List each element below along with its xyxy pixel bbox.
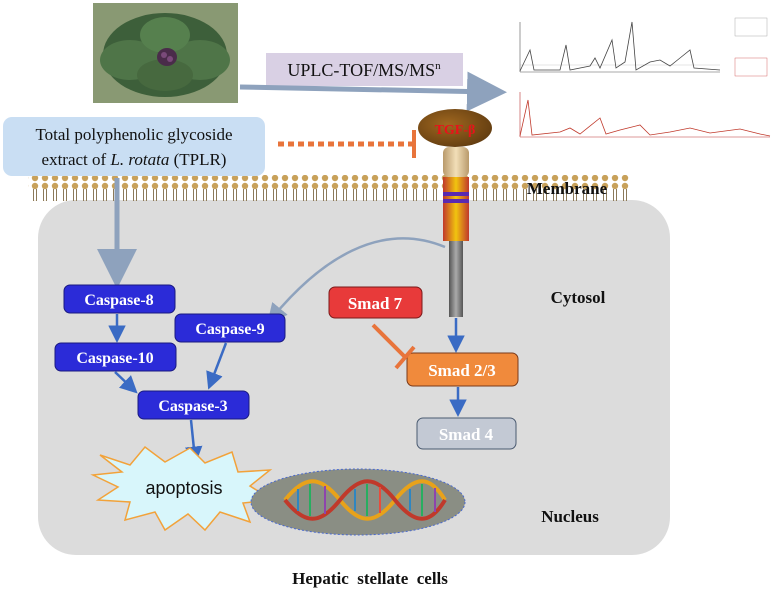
nucleus-label: Nucleus: [541, 507, 599, 526]
receptor-transmembrane: [443, 177, 469, 241]
caspase10-label: Caspase-10: [76, 350, 153, 367]
smad23-node: [406, 352, 519, 387]
caspase3-node: [137, 390, 250, 420]
caspase9-node: [174, 313, 286, 343]
cytosol-label: Cytosol: [551, 288, 606, 307]
extract-box: [3, 117, 265, 176]
c9-to-c3-arrow: [206, 342, 228, 390]
receptor-stem: [449, 241, 463, 317]
tgf-beta-ligand: [418, 109, 492, 147]
smad23-label: Smad 2/3: [428, 361, 496, 380]
membrane-bilayer: [28, 175, 518, 201]
caspase8-label: Caspase-8: [84, 292, 153, 309]
method-label: UPLC-TOF/MS/MSn: [287, 60, 441, 80]
tgf-beta-label: TGF-β: [435, 123, 476, 138]
plant-photo: [93, 3, 238, 103]
dna-helix-icon: [283, 479, 447, 521]
caspase8-node: [63, 284, 176, 314]
receptor-to-caspase9-arrow: [267, 237, 446, 324]
caspase3-label: Caspase-3: [158, 398, 227, 415]
smad7-label: Smad 7: [348, 294, 403, 313]
method-arrow: [239, 71, 507, 112]
apoptosis-burst: [90, 445, 275, 532]
chromatogram-image: [510, 10, 775, 142]
cell-label: Hepatic stellate cells: [292, 569, 448, 588]
extract-line2: extract of L. rotata (TPLR): [42, 150, 227, 169]
caspase10-node: [54, 342, 177, 372]
method-box: [266, 53, 463, 86]
smad4-label: Smad 4: [439, 425, 494, 444]
receptor-cap: [443, 147, 469, 177]
smad7-node: [328, 286, 423, 319]
membrane-label: Membrane: [527, 179, 608, 198]
membrane-bilayer-right: [470, 175, 630, 201]
nucleus: [250, 468, 466, 536]
caspase9-label: Caspase-9: [195, 321, 264, 338]
smad4-node: [416, 417, 517, 450]
smad7-inhibit-smad23: [371, 323, 407, 359]
apoptosis-label: apoptosis: [145, 478, 222, 498]
c10-to-c3-arrow: [114, 371, 138, 394]
extract-line1: Total polyphenolic glycoside: [35, 125, 232, 144]
